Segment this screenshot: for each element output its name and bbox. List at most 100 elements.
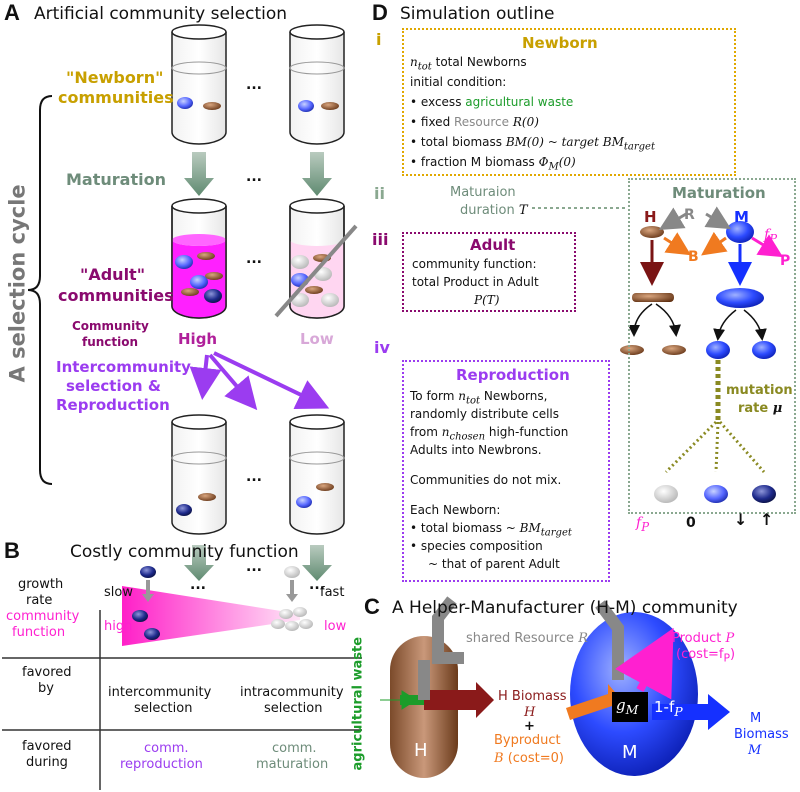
mut-down-arrow: ↓ [734,510,748,529]
cell-slow-top [140,566,156,578]
repro-line-2: randomly distribute cells [410,407,559,421]
step-ii: ii [374,184,385,203]
low-label: Low [300,330,334,348]
community-function-label-1: Community [72,319,149,333]
dots-5: ... [246,559,262,575]
maturation-duration-1: Maturaion [450,185,516,200]
comm-repro-2: reproduction [120,757,203,772]
comm-repro-1: comm. [144,741,189,756]
high-label: High [178,330,218,348]
adult-box-title: Adult [470,236,516,254]
dots-6: ... [190,577,206,593]
mat-m-cell [726,221,754,243]
mut-cell-dark [752,485,776,503]
panel-b-title: Costly community function [70,542,299,562]
maturation-label: Maturation [66,170,166,189]
favored-during-label-1: favored [22,739,72,754]
excess-line: • excess agricultural waste [410,95,574,109]
mat-h-label: H [644,208,657,226]
ntot-line: ntot total Newborns [410,55,527,73]
m-biomass-arrow [652,694,730,730]
maturation-box [628,178,796,514]
m-biomass-label-1: M [750,711,762,726]
adult-communities-label: communities [58,286,174,305]
slow-label: slow [104,585,133,600]
intercommunity-label-2: selection & [66,377,161,395]
total-biomass-line: • total biomass BM(0) ~ target BMtarget [410,135,655,153]
repro-line-7: • total biomass ~ BMtarget [410,521,572,539]
mat-m-label: M [734,208,749,226]
m-cell-label: M [622,742,638,763]
h-cell-label: H [414,740,428,761]
adult-pt-line: P(T) [474,293,500,307]
repro-line-4: Adults into Newbrons. [410,443,542,457]
repro-line-9: ~ that of parent Adult [428,557,560,571]
h-biomass-arrow [424,682,494,718]
fp-label: fP [646,665,660,684]
cell-fast-top [284,566,300,578]
fast-label: fast [320,585,345,600]
repro-line-6: Each Newborn: [410,503,501,517]
m-biomass-symbol: M [748,743,762,758]
panel-d-letter: D [372,0,388,25]
comm-mat-1: comm. [272,741,317,756]
repro-line-3: from nchosen high-function [410,425,569,443]
tube-newborn-3 [171,414,227,535]
comm-mat-2: maturation [256,757,329,772]
mut-zero-label: 0 [686,515,696,531]
intercommunity-b-1: intercommunity [108,685,212,700]
product-label: Product P [672,631,735,646]
newborn-communities-label: communities [58,88,174,107]
product-cost-label: (cost=fP) [676,647,736,665]
fixed-resource-line: • fixed Resource R(0) [410,115,539,129]
maturation-arrow-4 [302,545,332,581]
repro-line-8: • species composition [410,539,543,553]
dots-7: ... [309,577,325,593]
dots-1: ... [246,77,262,93]
mat-fp-label: fP [764,227,778,246]
reproduction-box-title: Reproduction [456,366,570,384]
rate-label: rate [26,593,53,608]
reproduction-box [402,360,610,582]
selection-cycle-label: A selection cycle [5,184,30,383]
community-function-label-2: function [82,335,139,349]
mat-h-long [632,293,674,302]
dots-4: ... [246,469,262,485]
b-community-label: community [6,609,80,624]
h-biomass-label: H Biomass [498,689,567,704]
by-label: by [38,681,54,696]
dots-3: ... [246,251,262,267]
cost-wedge [122,586,300,646]
newborn-label: "Newborn" [66,68,164,87]
panel-a-letter: A [4,0,20,25]
tube-newborn-2 [289,24,345,145]
adult-label: "Adult" [80,265,146,284]
h-biomass-symbol: H [524,705,536,720]
intracommunity-b-2: selection [264,701,323,716]
mut-cell-blue [704,485,728,503]
byproduct-label: Byproduct [494,733,561,748]
mut-fp-label: fP [636,515,650,534]
mat-h-cell [640,226,664,238]
h-resource-pipe [432,596,464,664]
gm-label: gM [616,696,639,717]
maturation-arrow-1 [184,152,214,196]
mutation-label-2: rate μ [738,401,783,416]
mat-r-label: R [684,207,695,223]
dots-2: ... [246,169,262,185]
b-high-label: high [104,619,133,634]
growth-label: growth [18,577,64,592]
b-function-label: function [12,625,66,640]
mat-b-label: B [688,249,699,265]
maturation-arrow-2 [302,152,332,196]
adult-cf-line: community function: [412,257,537,271]
maturation-duration-2: duration T [460,203,528,218]
intercommunity-b-2: selection [134,701,193,716]
one-minus-fp-label: 1-fP [654,698,683,719]
panel-c-letter: C [364,594,380,619]
mat-m-long [716,288,764,308]
cycle-bracket [27,95,53,485]
intracommunity-b-1: intracommunity [240,685,344,700]
tube-adult-high [171,198,227,319]
